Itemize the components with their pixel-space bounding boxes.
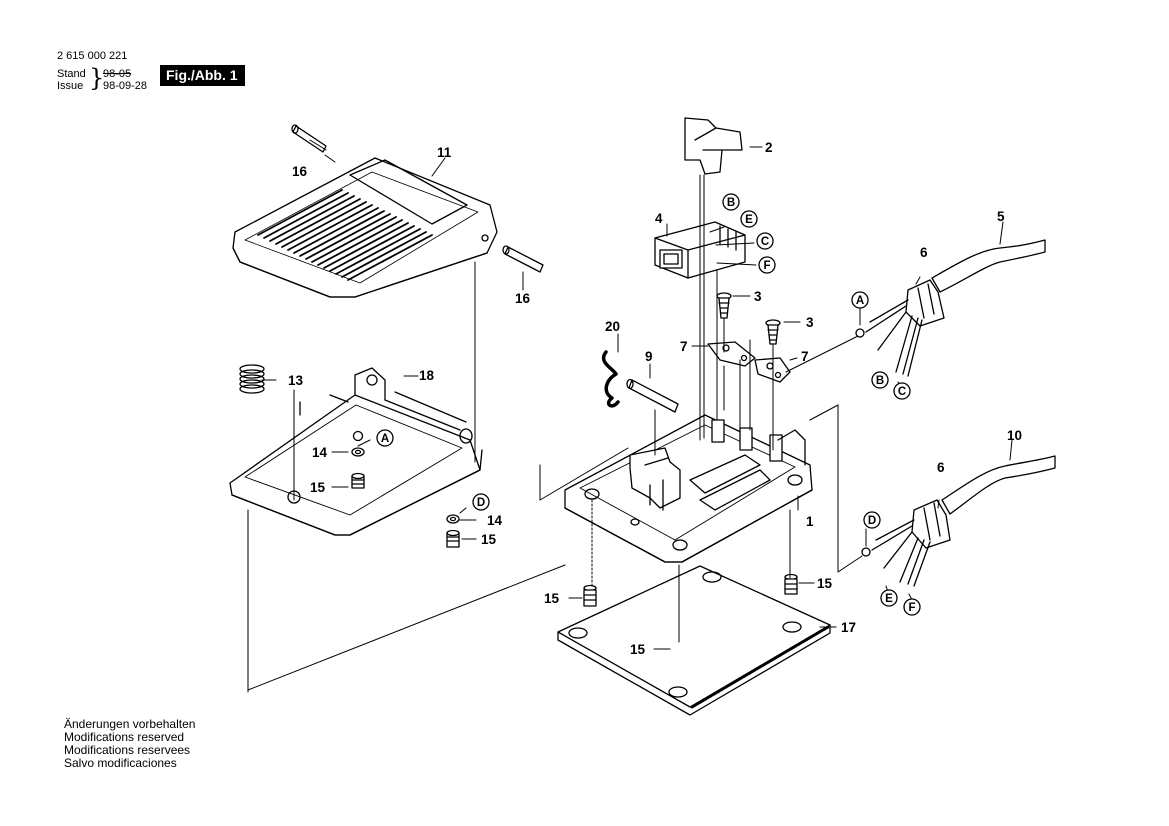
spring-part (239, 364, 265, 394)
stand-label: Stand (57, 68, 86, 80)
ref-marker-switch-b: B (727, 197, 735, 209)
part-label-3a: 3 (754, 289, 762, 304)
cable-assembly-upper (855, 239, 1046, 377)
issue-label: Issue (57, 80, 84, 92)
part-label-6b: 6 (937, 460, 945, 475)
footer-notes: Änderungen vorbehalten Modifications res… (64, 718, 195, 770)
screw-part-right (446, 529, 460, 548)
part-label-15b: 15 (481, 532, 497, 547)
part-label-16b: 16 (515, 291, 531, 306)
pedal-base-frame-part (229, 367, 483, 536)
figure-badge: Fig./Abb. 1 (160, 65, 245, 86)
document-number: 2 615 000 221 (57, 50, 128, 62)
screw-part-base-left (583, 584, 597, 607)
ref-marker-cable2-e: E (885, 593, 893, 605)
part-label-15c: 15 (544, 591, 560, 606)
footer-note-english: Modifications reserved (64, 730, 185, 744)
switch-cap-part (684, 117, 743, 175)
part-label-20: 20 (605, 319, 620, 334)
ref-marker-cable2-f: F (908, 602, 915, 614)
part-label-16a: 16 (292, 164, 308, 179)
part-label-3b: 3 (806, 315, 814, 330)
part-label-10: 10 (1007, 428, 1022, 443)
pin-part-upper (291, 124, 327, 153)
ref-marker-switch-e: E (745, 214, 753, 226)
part-label-13: 13 (288, 373, 304, 388)
part-label-2: 2 (765, 140, 773, 155)
ref-marker-cable1-b: B (876, 375, 884, 387)
issue-date: 98-09-28 (103, 80, 148, 92)
part-labels: 2 4 3 3 7 7 20 9 11 16 16 13 18 14 15 14… (288, 140, 1022, 657)
footer-note-german: Änderungen vorbehalten (64, 717, 196, 731)
leader-lines (261, 139, 1013, 650)
footer-note-spanish: Salvo modificaciones (64, 756, 177, 770)
part-label-5: 5 (997, 209, 1005, 224)
ref-marker-switch-f: F (763, 260, 770, 272)
screw-part-left (351, 472, 365, 489)
part-label-7b: 7 (801, 349, 809, 364)
screw-part-base-right (784, 573, 798, 595)
part-label-11: 11 (437, 145, 452, 160)
cable-clamp-part-left (707, 341, 756, 367)
screw-part-top-left (716, 292, 732, 319)
part-label-18: 18 (419, 368, 435, 383)
part-label-15e: 15 (630, 642, 646, 657)
assembly-lines (247, 174, 863, 693)
ref-marker-cable1-c: C (898, 386, 906, 398)
ref-marker-cable1-a: A (856, 295, 864, 307)
housing-base-part (564, 414, 813, 563)
part-label-14a: 14 (312, 445, 328, 460)
ref-marker-switch-c: C (761, 236, 769, 248)
part-label-4: 4 (655, 211, 663, 226)
reference-markers: B E C F A B C D E F A D (376, 193, 921, 616)
footer-note-french: Modifications reservees (64, 743, 191, 757)
part-label-15a: 15 (310, 480, 326, 495)
part-label-9: 9 (645, 349, 653, 364)
part-label-17: 17 (841, 620, 856, 635)
washer-part-left (351, 447, 365, 457)
stand-date: 98-05 (103, 68, 132, 80)
ref-marker-cable2-d: D (868, 515, 876, 527)
pin-part-lower (502, 245, 544, 273)
part-label-15d: 15 (817, 576, 833, 591)
ref-marker-base-a: A (381, 433, 389, 445)
pedal-cover-part (232, 157, 498, 298)
rod-part (626, 378, 679, 413)
document-header: 2 615 000 221 Stand Issue } 98-05 98-09-… (0, 0, 300, 100)
cable-assembly-lower (861, 455, 1056, 587)
part-label-6a: 6 (920, 245, 928, 260)
brace-glyph: } (89, 64, 105, 92)
ref-marker-base-d: D (477, 497, 485, 509)
clip-part (601, 350, 620, 408)
screw-part-top-right (765, 319, 781, 345)
washer-part-right (446, 514, 460, 524)
part-label-14b: 14 (487, 513, 503, 528)
part-label-7a: 7 (680, 339, 688, 354)
bottom-plate-part (557, 565, 831, 716)
part-label-1: 1 (806, 514, 814, 529)
